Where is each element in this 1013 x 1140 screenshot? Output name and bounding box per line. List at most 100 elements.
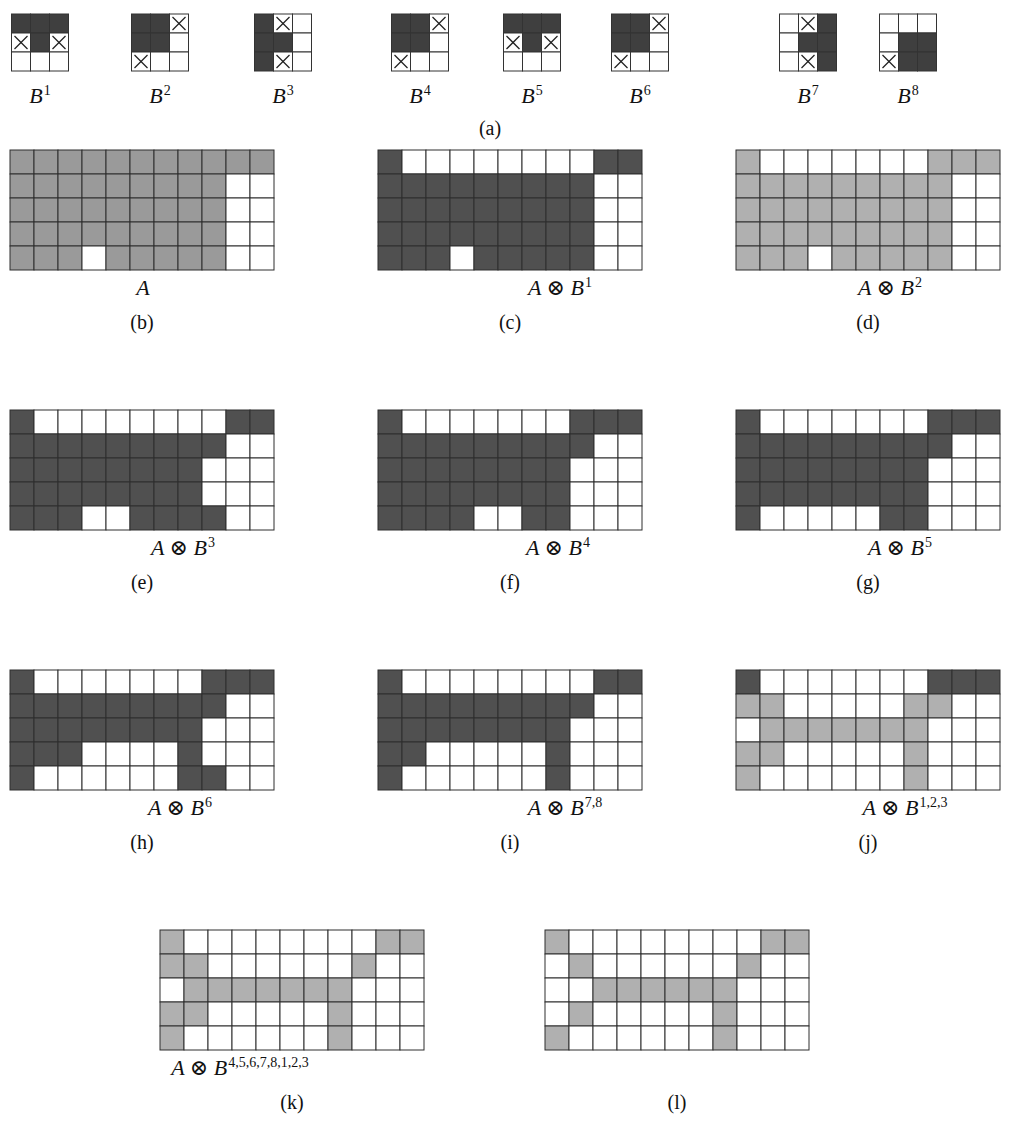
label-holder: 5 — [536, 81, 543, 99]
pixel-cell — [426, 694, 450, 718]
pixel-cell — [522, 410, 546, 434]
pixel-cell — [160, 954, 184, 978]
pixel-cell — [928, 482, 952, 506]
pixel-cell — [184, 930, 208, 954]
pixel-cell — [34, 742, 58, 766]
element-cell — [255, 14, 274, 33]
pixel-cell — [426, 222, 450, 246]
pixel-cell — [594, 506, 618, 530]
pixel-cell — [160, 930, 184, 954]
pixel-cell — [976, 482, 1000, 506]
pixel-cell — [736, 506, 760, 530]
pixel-cell — [880, 458, 904, 482]
element-cell — [880, 14, 899, 33]
element-cell — [612, 52, 631, 71]
pixel-cell — [760, 766, 784, 790]
pixel-cell — [808, 718, 832, 742]
pixel-cell — [737, 1002, 761, 1026]
pixel-cell — [928, 458, 952, 482]
pixel-cell — [498, 222, 522, 246]
pixel-cell — [280, 1026, 304, 1050]
pixel-cell — [82, 482, 106, 506]
pixel-cell — [760, 458, 784, 482]
pixel-cell — [402, 742, 426, 766]
pixel-cell — [761, 978, 785, 1002]
pixel-cell — [618, 718, 642, 742]
pixel-cell — [498, 434, 522, 458]
element-cell — [523, 52, 542, 71]
pixel-cell — [202, 150, 226, 174]
pixel-cell — [593, 954, 617, 978]
pixel-cell — [594, 482, 618, 506]
element-cell — [50, 52, 69, 71]
label-holder: 7,8 — [585, 793, 603, 811]
pixel-cell — [952, 410, 976, 434]
pixel-cell — [328, 1026, 352, 1050]
pixel-cell — [328, 978, 352, 1002]
pixel-cell — [58, 742, 82, 766]
pixel-cell — [593, 1026, 617, 1050]
pixel-cell — [976, 198, 1000, 222]
pixel-cell — [106, 246, 130, 270]
pixel-cell — [546, 410, 570, 434]
pixel-cell — [498, 766, 522, 790]
pixel-cell — [130, 410, 154, 434]
element-cell — [899, 33, 918, 52]
pixel-cell — [178, 506, 202, 530]
figure-letter: (l) — [668, 1092, 687, 1112]
structuring-element — [504, 14, 561, 71]
dont-care-cross — [653, 17, 666, 30]
pixel-cell — [594, 222, 618, 246]
pixel-cell — [522, 458, 546, 482]
pixel-cell — [569, 1002, 593, 1026]
pixel-cell — [832, 222, 856, 246]
pixel-cell — [498, 174, 522, 198]
pixel-cell — [952, 246, 976, 270]
image-name: A — [136, 277, 149, 299]
pixel-cell — [208, 1002, 232, 1026]
pixel-cell — [808, 694, 832, 718]
pixel-cell — [784, 174, 808, 198]
pixel-cell — [426, 718, 450, 742]
pixel-cell — [184, 1026, 208, 1050]
pixel-cell — [178, 766, 202, 790]
pixel-cell — [106, 482, 130, 506]
pixel-cell — [402, 482, 426, 506]
label-holder: A ⊗ B — [528, 277, 584, 299]
pixel-cell — [737, 954, 761, 978]
pixel-cell — [904, 150, 928, 174]
pixel-cell — [832, 410, 856, 434]
element-cell — [12, 33, 31, 52]
pixel-cell — [856, 694, 880, 718]
pixel-cell — [736, 246, 760, 270]
binary-image-grid — [736, 670, 1000, 790]
pixel-cell — [130, 482, 154, 506]
pixel-cell — [202, 482, 226, 506]
pixel-cell — [976, 174, 1000, 198]
pixel-cell — [34, 458, 58, 482]
superscript-index: 3 — [208, 536, 215, 550]
pixel-cell — [641, 930, 665, 954]
element-cell — [170, 33, 189, 52]
pixel-cell — [976, 458, 1000, 482]
pixel-cell — [178, 694, 202, 718]
element-cell — [151, 33, 170, 52]
label-holder: (h) — [130, 832, 153, 853]
pixel-cell — [570, 766, 594, 790]
pixel-cell — [498, 742, 522, 766]
pixel-cell — [808, 482, 832, 506]
label-holder: (e) — [131, 572, 153, 593]
pixel-cell — [10, 150, 34, 174]
label-holder: 3 — [287, 81, 294, 99]
pixel-cell — [280, 930, 304, 954]
pixel-cell — [106, 150, 130, 174]
pixel-cell — [378, 506, 402, 530]
pixel-cell — [761, 1002, 785, 1026]
pixel-cell — [784, 150, 808, 174]
pixel-cell — [856, 718, 880, 742]
pixel-cell — [250, 434, 274, 458]
pixel-cell — [82, 246, 106, 270]
pixel-cell — [304, 1026, 328, 1050]
pixel-cell — [832, 246, 856, 270]
element-cell — [50, 14, 69, 33]
